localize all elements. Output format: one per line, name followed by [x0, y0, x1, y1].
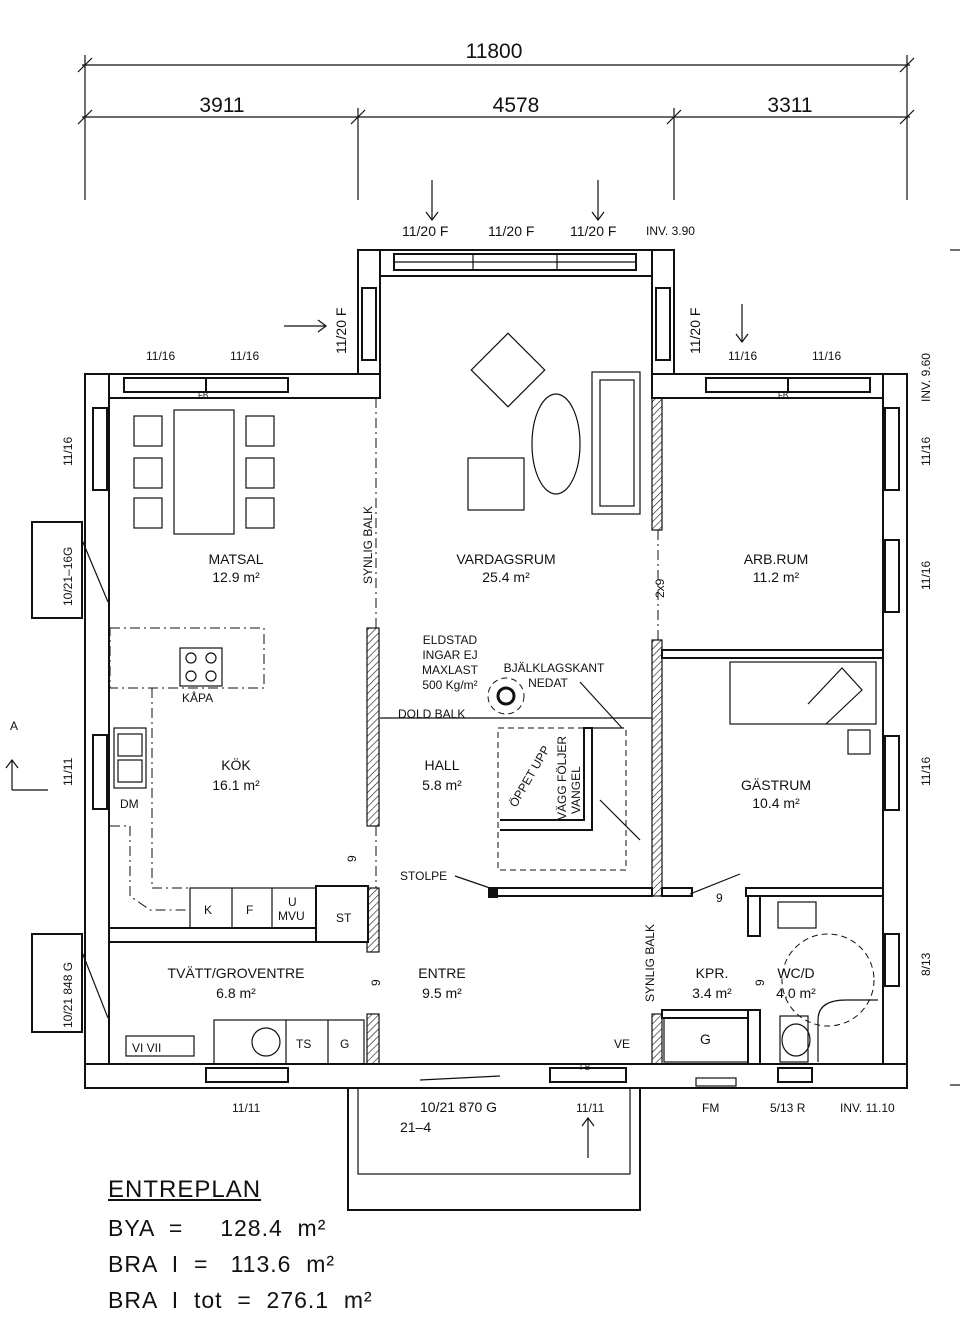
room-name-gastrum: GÄSTRUM [741, 777, 811, 793]
room-name-wcd: WC/D [777, 965, 814, 981]
f-label: F [246, 903, 253, 917]
eldstad-line-2: INGAR EJ [422, 648, 477, 662]
window-label-right-bay: 11/20 F [687, 308, 703, 354]
fb-label-2: FB [778, 391, 788, 400]
window-labels: 11/20 F 11/20 F 11/20 F INV. 3.90 11/20 … [61, 223, 933, 1135]
inv-label-right: INV. 9.60 [919, 353, 933, 402]
area-summary: ENTREPLAN BYA = 128.4 m² BRA I = 113.6 m… [108, 1176, 373, 1318]
window-label-arb-1: 11/16 [728, 349, 757, 363]
bjalklag-line-2: NEDAT [528, 676, 568, 690]
room-name-matsal: MATSAL [209, 551, 264, 567]
g-label-2: G [700, 1031, 711, 1047]
room-area-hall: 5.8 m² [422, 777, 462, 793]
nine-label-2: 9 [369, 979, 383, 986]
dimension-segment-3: 3311 [767, 94, 812, 117]
vagg-line-1: VÄGG FÖLJER [555, 736, 569, 820]
window-label-top-3: 11/20 F [570, 223, 616, 239]
mvu-label: MVU [278, 909, 305, 923]
room-area-wcd: 4.0 m² [776, 985, 816, 1001]
window-label-bottom-2: 11/11 [576, 1101, 605, 1115]
room-name-arbrum: ARB.RUM [744, 551, 809, 567]
room-area-matsal: 12.9 m² [212, 569, 260, 585]
door-label-bottom: 10/21 870 G [420, 1099, 497, 1115]
g-label-1: G [340, 1037, 349, 1051]
kapa-label: KÅPA [182, 690, 213, 705]
room-name-vardagsrum: VARDAGSRUM [456, 551, 555, 567]
stair-area [488, 681, 641, 898]
ve-label: VE [614, 1037, 630, 1051]
inv-label-top: INV. 3.90 [646, 224, 695, 238]
window-label-top-1: 11/20 F [402, 223, 448, 239]
room-area-kok: 16.1 m² [212, 777, 260, 793]
inv-label-bottom: INV. 11.10 [840, 1101, 895, 1115]
interior-walls [108, 397, 884, 1065]
vagg-line-2: VANGEL [569, 766, 583, 814]
nine-label-3: 9 [716, 891, 723, 905]
dimension-lines: 11800 3911 4578 3311 [77, 40, 915, 200]
window-label-right-3: 11/16 [919, 757, 933, 786]
dm-label: DM [120, 797, 139, 811]
stolpe-label: STOLPE [400, 869, 447, 883]
plan-title: ENTREPLAN [108, 1176, 262, 1203]
room-area-kpr: 3.4 m² [692, 985, 732, 1001]
window-label-matsal-1: 11/16 [146, 349, 175, 363]
nine-label-1: 9 [345, 855, 359, 862]
fm-label: FM [702, 1101, 719, 1115]
ts-label: TS [296, 1037, 311, 1051]
window-label-left-1: 11/16 [61, 437, 75, 466]
dimension-segment-1: 3911 [199, 94, 244, 117]
window-label-right-4: 8/13 [919, 952, 933, 976]
exterior-walls [31, 249, 908, 1211]
window-label-right-2: 11/16 [919, 561, 933, 590]
fb-label-3: FB [580, 1063, 590, 1072]
room-name-entre: ENTRE [418, 965, 465, 981]
room-area-entre: 9.5 m² [422, 985, 462, 1001]
window-label-right-1: 11/16 [919, 437, 933, 466]
room-labels: MATSAL 12.9 m² VARDAGSRUM 25.4 m² ARB.RU… [168, 551, 817, 1001]
section-marker-label: A [10, 719, 18, 733]
door-label-left-2: 10/21 848 G [61, 962, 75, 1028]
window-label-bottom-3: 5/13 R [770, 1101, 806, 1115]
door-label-bottom-sub: 21–4 [400, 1119, 431, 1135]
window-label-matsal-2: 11/16 [230, 349, 259, 363]
st-label: ST [336, 911, 352, 925]
dold-balk-label: DOLD BALK [398, 707, 465, 721]
eldstad-line-3: MAXLAST [422, 663, 479, 677]
arrows [5, 180, 960, 1158]
u-label: U [288, 895, 297, 909]
room-name-tvatt: TVÄTT/GROVENTRE [168, 965, 305, 981]
room-area-vardagsrum: 25.4 m² [482, 569, 530, 585]
synlig-balk-label-1: SYNLIG BALK [361, 506, 375, 584]
room-name-kpr: KPR. [696, 965, 729, 981]
dimension-segment-2: 4578 [493, 94, 540, 117]
room-name-kok: KÖK [221, 756, 251, 773]
summary-row-bya: BYA = 128.4 m² [108, 1215, 327, 1241]
furniture [109, 332, 878, 1087]
eldstad-line-1: ELDSTAD [423, 633, 478, 647]
vi-vii-label: VI VII [132, 1041, 161, 1055]
synlig-balk-label-2: SYNLIG BALK [643, 924, 657, 1002]
eldstad-line-4: 500 Kg/m² [422, 678, 477, 692]
oppet-upp-label: ÖPPET UPP [506, 743, 552, 809]
fireplace [487, 677, 525, 715]
nine-label-4: 9 [753, 979, 767, 986]
fb-label-1: FB [198, 391, 208, 400]
summary-row-bra: BRA I = 113.6 m² [108, 1251, 336, 1277]
dimension-total: 11800 [466, 40, 523, 63]
bjalklag-line-1: BJÄLKLAGSKANT [504, 661, 605, 675]
room-area-gastrum: 10.4 m² [752, 795, 800, 811]
summary-row-bra-tot: BRA I tot = 276.1 m² [108, 1287, 373, 1313]
window-label-left-bay: 11/20 F [333, 308, 349, 354]
window-label-left-2: 11/11 [61, 757, 75, 786]
room-name-hall: HALL [424, 757, 459, 773]
two-x-nine-label: 2x9 [653, 578, 667, 598]
window-label-arb-2: 11/16 [812, 349, 841, 363]
room-area-tvatt: 6.8 m² [216, 985, 256, 1001]
room-area-arbrum: 11.2 m² [753, 569, 800, 585]
window-label-bottom-1: 11/11 [232, 1101, 261, 1115]
k-label: K [204, 903, 212, 917]
door-label-left: 10/21–16G [61, 547, 75, 606]
window-label-top-2: 11/20 F [488, 223, 534, 239]
